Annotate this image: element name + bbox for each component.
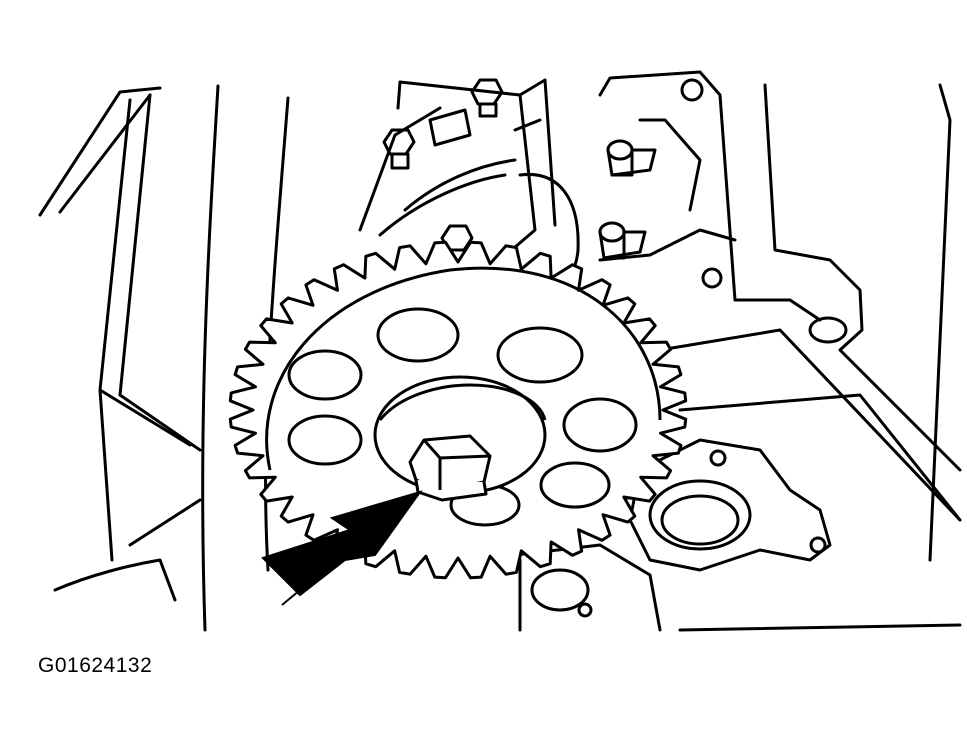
sprocket-hole — [496, 326, 584, 384]
callout-arrow-tail-line — [281, 589, 301, 606]
stud-lower — [598, 221, 647, 260]
gear-center-bolt — [408, 434, 492, 502]
sprocket-hole — [287, 414, 363, 466]
sprocket-hole — [376, 307, 460, 363]
sprocket-inner-rim — [265, 266, 662, 471]
stud-upper — [606, 139, 657, 177]
oil-pump-flange — [513, 438, 832, 632]
bracket-bolt-upper-left — [382, 128, 416, 170]
sprocket-hole — [287, 349, 363, 401]
engine-block-right — [598, 70, 962, 632]
sprocket-hole — [562, 397, 638, 453]
left-cover-outline — [38, 84, 290, 632]
callout-arrow — [261, 490, 423, 597]
sprocket-hole — [539, 461, 611, 509]
figure-code: G01624132 — [38, 654, 153, 677]
upper-bracket — [358, 78, 580, 292]
bracket-bolt-upper-right — [470, 78, 504, 118]
